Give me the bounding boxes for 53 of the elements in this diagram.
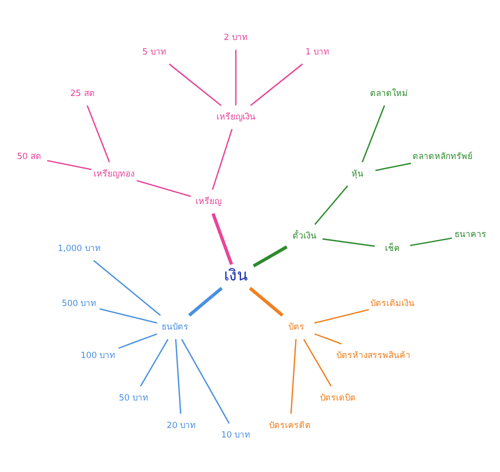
connector bbox=[86, 104, 110, 162]
node-text: เหรียญทอง bbox=[93, 168, 134, 179]
connector bbox=[361, 104, 385, 162]
connector bbox=[174, 338, 181, 414]
connector bbox=[248, 286, 284, 316]
node-text: ธนาคาร bbox=[454, 230, 486, 240]
node-text: 25 สต bbox=[70, 88, 94, 98]
connector bbox=[290, 338, 296, 414]
node-text: บัตรเติมเงิน bbox=[370, 298, 414, 309]
node-text: 2 บาท bbox=[223, 32, 248, 42]
connector bbox=[46, 159, 91, 170]
node-text: 500 บาท bbox=[61, 298, 96, 309]
connector bbox=[168, 63, 221, 106]
node-text: บัตรห้างสรรพสินค้า bbox=[336, 350, 410, 360]
node-text: 50 สต bbox=[16, 152, 42, 162]
connector bbox=[118, 332, 157, 348]
node-text: เช็ค bbox=[384, 243, 400, 254]
node-text: ธนบัตร bbox=[160, 322, 188, 332]
connector bbox=[211, 212, 233, 264]
node-text: เหรียญ bbox=[195, 196, 222, 206]
node-text: 20 บาท bbox=[166, 420, 196, 430]
node-text: หุ้น bbox=[351, 168, 364, 179]
connector bbox=[136, 180, 191, 196]
connector bbox=[139, 338, 168, 386]
connector bbox=[92, 259, 160, 316]
node-text: 1 บาท bbox=[304, 46, 329, 57]
connector bbox=[252, 244, 288, 267]
connector bbox=[188, 286, 222, 316]
node-text: เงิน bbox=[223, 264, 248, 284]
node-text: บัตร bbox=[288, 322, 304, 332]
connector bbox=[302, 338, 332, 386]
node-text: 10 บาท bbox=[220, 430, 250, 440]
connector bbox=[314, 332, 342, 344]
connector bbox=[250, 63, 302, 106]
connector bbox=[180, 338, 230, 424]
node-text: 100 บาท bbox=[80, 350, 116, 360]
node-text: บัตรเดบิต bbox=[320, 392, 356, 403]
node-text: 5 บาท bbox=[142, 46, 166, 57]
connector bbox=[98, 308, 157, 324]
node-text: 1,000 บาท bbox=[57, 243, 100, 254]
connector bbox=[211, 128, 232, 190]
connector bbox=[374, 162, 411, 171]
node-text: เหรียญเงิน bbox=[216, 112, 255, 122]
connector bbox=[234, 49, 236, 105]
connector bbox=[410, 237, 452, 246]
node-text: บัตรเครดิต bbox=[268, 420, 311, 430]
node-text: 50 บาท bbox=[118, 392, 148, 403]
node-text: ตลาดหลักทรัพย์ bbox=[412, 152, 472, 162]
connector bbox=[314, 184, 348, 224]
node-text: ตั๋วเงิน bbox=[292, 231, 316, 242]
node-text: ตลาดใหม่ bbox=[370, 88, 408, 98]
connector bbox=[314, 308, 368, 324]
connector bbox=[322, 238, 374, 246]
